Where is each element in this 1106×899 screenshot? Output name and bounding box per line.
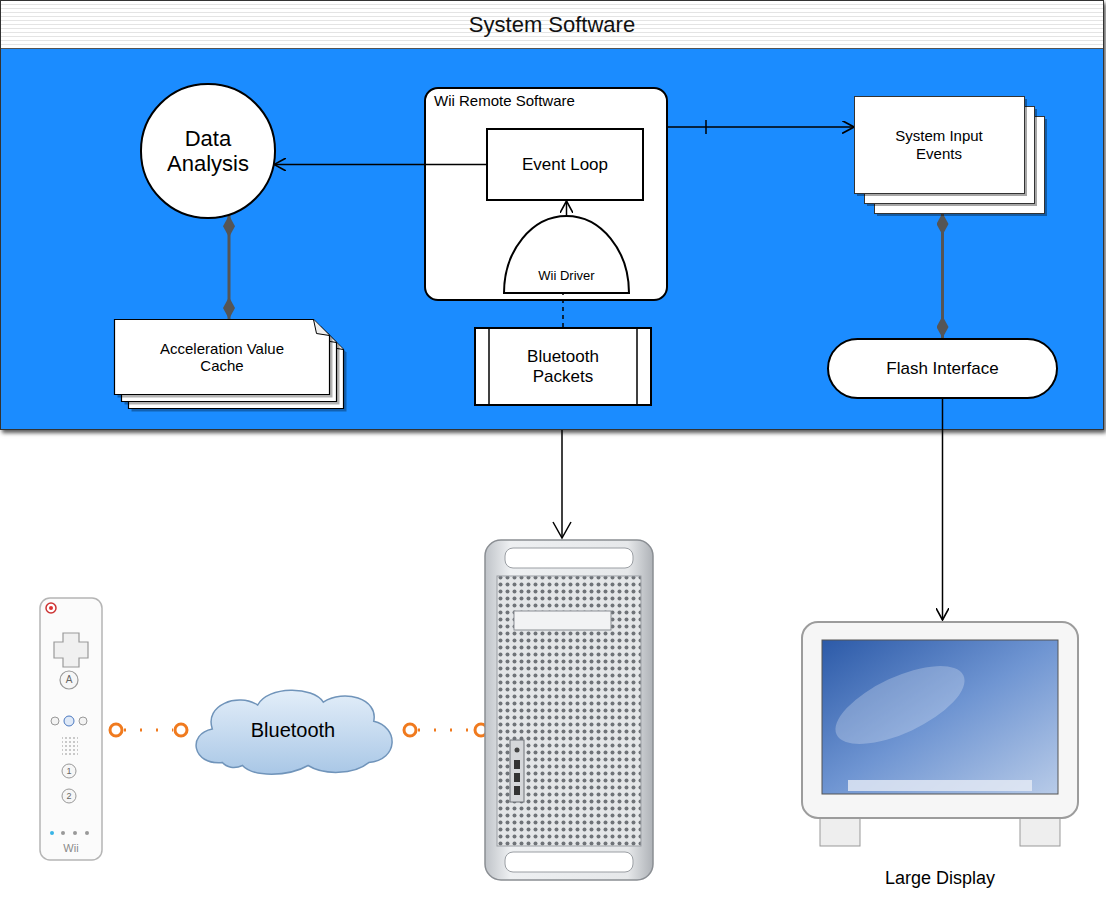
link-end bbox=[110, 724, 122, 736]
power-dot bbox=[49, 606, 53, 610]
perforated-front bbox=[497, 576, 641, 846]
link-end bbox=[404, 724, 416, 736]
packet-line bbox=[561, 420, 563, 537]
port bbox=[514, 786, 520, 795]
led bbox=[50, 831, 54, 835]
open-arrowhead bbox=[553, 522, 571, 538]
system-panel: System SoftwareData Analysis Wii Remote S… bbox=[0, 0, 1104, 430]
software-group: Wii Remote SoftwareEvent LoopWii Driver bbox=[424, 87, 668, 301]
plus-button bbox=[79, 717, 87, 725]
link-end bbox=[175, 724, 187, 736]
stacked-pages: System Input Events bbox=[854, 96, 1044, 213]
dome-outline bbox=[504, 216, 629, 293]
tower-body bbox=[485, 540, 653, 880]
port-panel bbox=[510, 740, 524, 802]
composition-link bbox=[941, 213, 944, 338]
d-pad bbox=[54, 633, 88, 667]
node-label: Bluetooth bbox=[251, 719, 336, 742]
one-button bbox=[62, 764, 76, 778]
node-label: Wii Driver bbox=[538, 269, 594, 284]
top-handle bbox=[505, 548, 633, 568]
a-button bbox=[60, 671, 78, 689]
port bbox=[514, 760, 520, 769]
node-label: Large Display bbox=[885, 868, 995, 889]
led bbox=[85, 831, 89, 835]
terminal-pill: Flash Interface bbox=[827, 338, 1058, 399]
bottom-handle bbox=[505, 852, 633, 872]
predefined-process: Bluetooth Packets bbox=[474, 327, 652, 406]
process-side bbox=[636, 328, 638, 405]
minus-button bbox=[51, 717, 59, 725]
node-label: Acceleration Value Cache bbox=[137, 340, 307, 375]
node-label: Data Analysis bbox=[153, 126, 263, 177]
two-button bbox=[62, 789, 76, 803]
page bbox=[855, 97, 1025, 194]
dotted-link bbox=[418, 729, 473, 732]
driver-dome: Wii Driver bbox=[503, 215, 630, 294]
led bbox=[61, 831, 65, 835]
wii-remote bbox=[40, 598, 102, 860]
device-marking: A bbox=[66, 675, 73, 685]
device-marking: 1 bbox=[66, 767, 71, 776]
arrow-connector bbox=[668, 126, 854, 128]
arrow-connector bbox=[274, 164, 486, 166]
port bbox=[514, 773, 520, 782]
process-circle: Data Analysis bbox=[140, 83, 275, 218]
display-monitor: Large Display bbox=[800, 620, 1080, 895]
speaker bbox=[62, 737, 78, 755]
edge-tick bbox=[705, 120, 707, 134]
screen-swirl bbox=[825, 650, 976, 760]
mac-pro bbox=[485, 540, 653, 880]
composition-link bbox=[228, 215, 231, 319]
group-heading: Wii Remote Software bbox=[434, 92, 575, 109]
process-box: Event Loop bbox=[486, 128, 644, 201]
node-label: Bluetooth Packets bbox=[506, 347, 621, 386]
arrow-connector bbox=[562, 294, 564, 327]
monitor-frame bbox=[802, 622, 1078, 818]
home-button bbox=[64, 716, 74, 726]
node-label: Flash Interface bbox=[886, 359, 998, 379]
arrow-connector bbox=[942, 399, 944, 620]
cloud-outline bbox=[196, 690, 392, 774]
document-fold bbox=[314, 320, 330, 336]
monitor-screen bbox=[822, 640, 1058, 794]
document-stack: Acceleration Value Cache bbox=[114, 319, 344, 409]
power-led bbox=[515, 748, 520, 753]
dotted-link bbox=[124, 729, 173, 732]
process-side bbox=[488, 328, 490, 405]
node-label: System Input Events bbox=[874, 127, 1004, 162]
network-cloud: Bluetooth bbox=[182, 680, 404, 780]
screen-dock bbox=[848, 780, 1032, 791]
arrow-connector bbox=[566, 201, 568, 216]
process-outline bbox=[475, 328, 651, 405]
power-button bbox=[46, 603, 56, 613]
document bbox=[115, 320, 330, 395]
led bbox=[73, 831, 77, 835]
optical-drive bbox=[514, 611, 611, 630]
device-marking: 2 bbox=[66, 792, 71, 801]
display-shape bbox=[800, 620, 1080, 895]
remote-body bbox=[40, 598, 102, 860]
device-marking: Wii bbox=[63, 843, 78, 854]
node-label: Event Loop bbox=[522, 155, 608, 175]
panel-title: System Software bbox=[469, 12, 635, 37]
